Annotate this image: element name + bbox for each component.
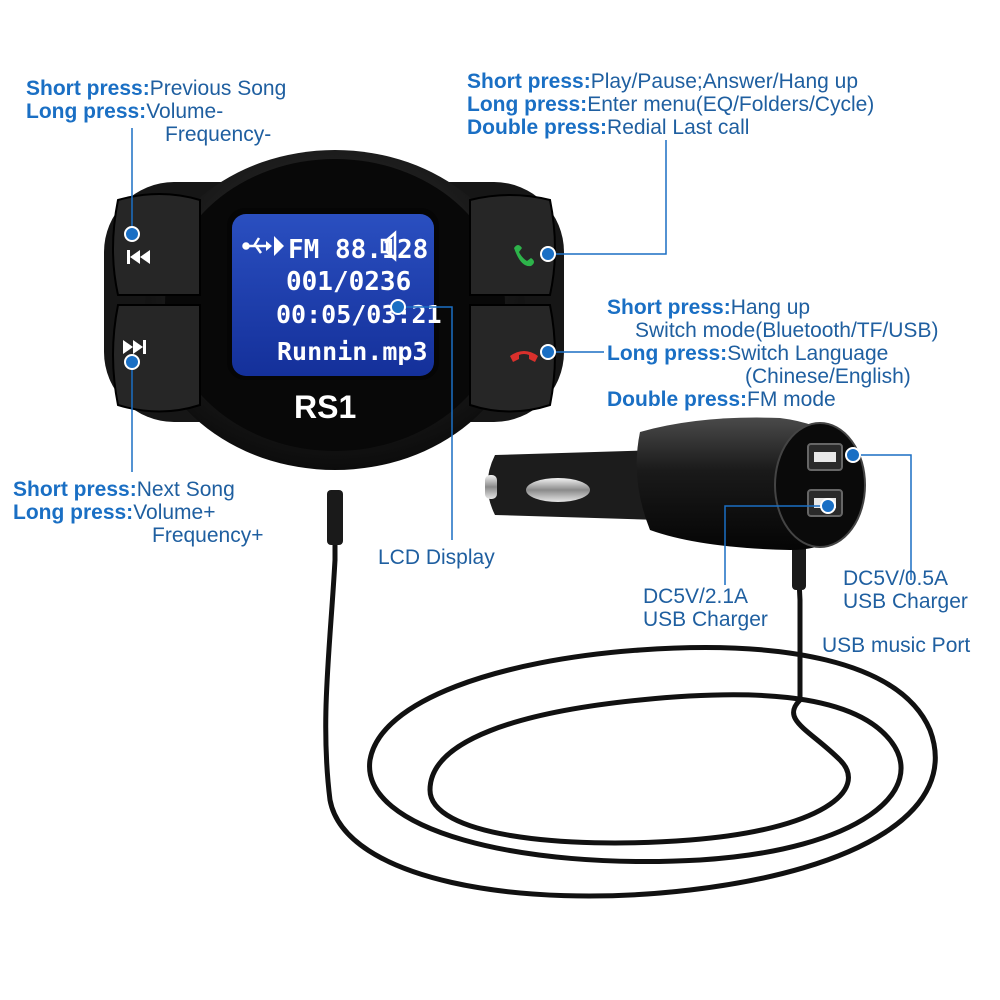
usb-0-5a-label: DC5V/0.5A USB Charger <box>843 567 968 613</box>
prev-button[interactable] <box>112 193 201 296</box>
lcd-filename: Runnin.mp3 <box>277 337 428 366</box>
next-button-label: Short press:Next Song Long press:Volume+… <box>13 478 263 547</box>
charger-tip-contact <box>526 478 590 502</box>
callout-lines <box>131 128 912 585</box>
hangup-long-value-2: (Chinese/English) <box>745 365 911 388</box>
cable-strain-relief <box>327 490 343 545</box>
next-long-key: Long press: <box>13 501 134 524</box>
lcd-frequency: FM 88.1 <box>288 235 398 265</box>
hangup-button-label: Short press:Hang up Switch mode(Bluetoot… <box>607 296 938 411</box>
hangup-double-key: Double press: <box>607 388 748 411</box>
prev-long-value-1: Volume- <box>146 100 224 123</box>
car-charger <box>485 417 866 550</box>
hangup-long-key: Long press: <box>607 342 728 365</box>
phone-answer-icon <box>514 245 534 267</box>
hangup-short-value-2: Switch mode(Bluetooth/TF/USB) <box>635 319 939 342</box>
answer-button[interactable] <box>469 194 556 296</box>
usb-2-1a-line-2: USB Charger <box>643 608 768 631</box>
lcd-track-count: 001/0236 <box>286 267 411 297</box>
next-long-value-2: Frequency+ <box>152 524 264 547</box>
prev-long-key: Long press: <box>26 100 147 123</box>
usb-icon <box>242 237 272 254</box>
hangup-short-value-1: Hang up <box>730 296 811 319</box>
play-button-label: Short press:Play/Pause;Answer/Hang up Lo… <box>467 70 874 139</box>
hangup-long-value-1: Switch Language <box>727 342 889 365</box>
usb-2-1a-label: DC5V/2.1A USB Charger <box>643 585 768 631</box>
play-double-value: Redial Last call <box>607 116 750 139</box>
play-short-key: Short press: <box>467 70 591 93</box>
next-short-value: Next Song <box>136 478 235 501</box>
usb-2-1a-line-1: DC5V/2.1A <box>643 585 749 608</box>
next-button[interactable] <box>112 304 201 413</box>
prev-short-value: Previous Song <box>149 77 287 100</box>
callout-dots <box>124 226 861 514</box>
play-long-key: Long press: <box>467 93 588 116</box>
usb-0-5a-line-2: USB Charger <box>843 590 968 613</box>
play-icon <box>274 236 284 256</box>
cable-strain-relief-charger <box>792 545 806 590</box>
play-short-value: Play/Pause;Answer/Hang up <box>590 70 859 93</box>
usb-music-port-label: USB music Port <box>822 634 971 657</box>
next-long-value-1: Volume+ <box>133 501 216 524</box>
prev-short-key: Short press: <box>26 77 150 100</box>
device-logo: RS1 <box>294 389 356 425</box>
lcd-volume: 28 <box>397 235 428 265</box>
hangup-double-value: FM mode <box>747 388 836 411</box>
prev-long-value-2: Frequency- <box>165 123 272 146</box>
prev-button-label: Short press:Previous Song Long press:Vol… <box>26 77 286 146</box>
play-double-key: Double press: <box>467 116 608 139</box>
play-long-value: Enter menu(EQ/Folders/Cycle) <box>587 93 875 116</box>
lcd-screen <box>232 214 434 376</box>
lcd-display-label: LCD Display <box>378 546 495 569</box>
hangup-short-key: Short press: <box>607 296 731 319</box>
next-short-key: Short press: <box>13 478 137 501</box>
speaker-icon <box>380 230 397 262</box>
lcd-time: 00:05/03:21 <box>276 300 442 329</box>
usb-0-5a-line-1: DC5V/0.5A <box>843 567 949 590</box>
phone-hangup-icon <box>510 351 538 362</box>
prev-icon <box>127 250 150 264</box>
next-icon <box>123 340 146 354</box>
